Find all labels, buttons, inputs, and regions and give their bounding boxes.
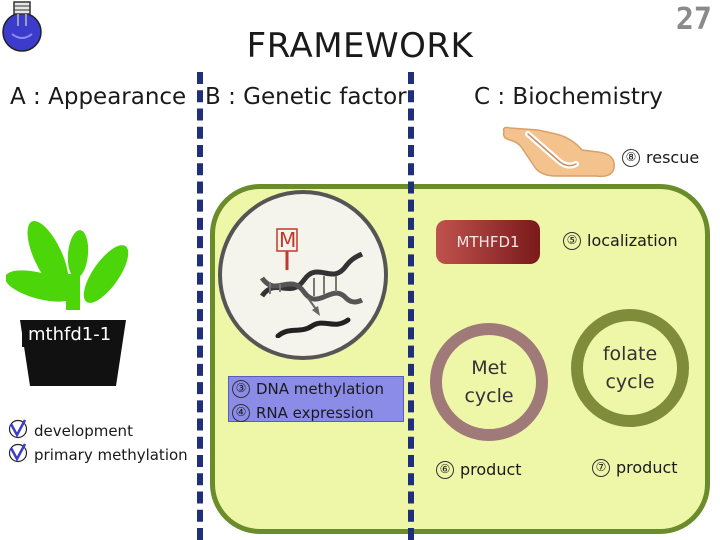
- page-title: FRAMEWORK: [246, 26, 474, 66]
- heading-genetic-factor: B : Genetic factor: [205, 84, 407, 110]
- number-7-badge: ⑦: [592, 459, 610, 477]
- met-cycle-label: Met cycle: [464, 357, 514, 407]
- section-divider: [197, 72, 203, 540]
- dna-icon: [259, 251, 364, 338]
- lightbulb-icon: [2, 1, 42, 52]
- check-icon: [8, 443, 28, 463]
- number-5-badge: ⑤: [563, 232, 581, 250]
- hand-icon: [502, 126, 615, 178]
- met-cycle: Met cycle: [430, 323, 548, 441]
- check-item-development: development: [8, 419, 133, 440]
- mutation-pin-icon: [276, 228, 298, 270]
- folate-cycle: folate cycle: [571, 309, 689, 427]
- number-8-badge: ⑧: [622, 149, 640, 167]
- number-6-badge: ⑥: [436, 461, 454, 479]
- check-icon: [8, 419, 28, 439]
- page-number: 27: [675, 2, 712, 37]
- folate-cycle-label: folate cycle: [602, 343, 658, 393]
- genetic-items-box: [228, 376, 404, 422]
- mutation-marker: M: [279, 228, 297, 252]
- number-4-badge: ④: [232, 404, 250, 422]
- check-item-primary-methylation: primary methylation: [8, 443, 188, 464]
- mutant-plant-label: mthfd1-1: [22, 322, 118, 347]
- number-3-badge: ③: [232, 380, 250, 398]
- mthfd1-protein-label: MTHFD1: [436, 220, 540, 264]
- heading-biochemistry: C : Biochemistry: [474, 84, 663, 110]
- heading-appearance: A : Appearance: [10, 84, 187, 110]
- plant-icon: [6, 221, 129, 386]
- section-divider: [408, 72, 414, 540]
